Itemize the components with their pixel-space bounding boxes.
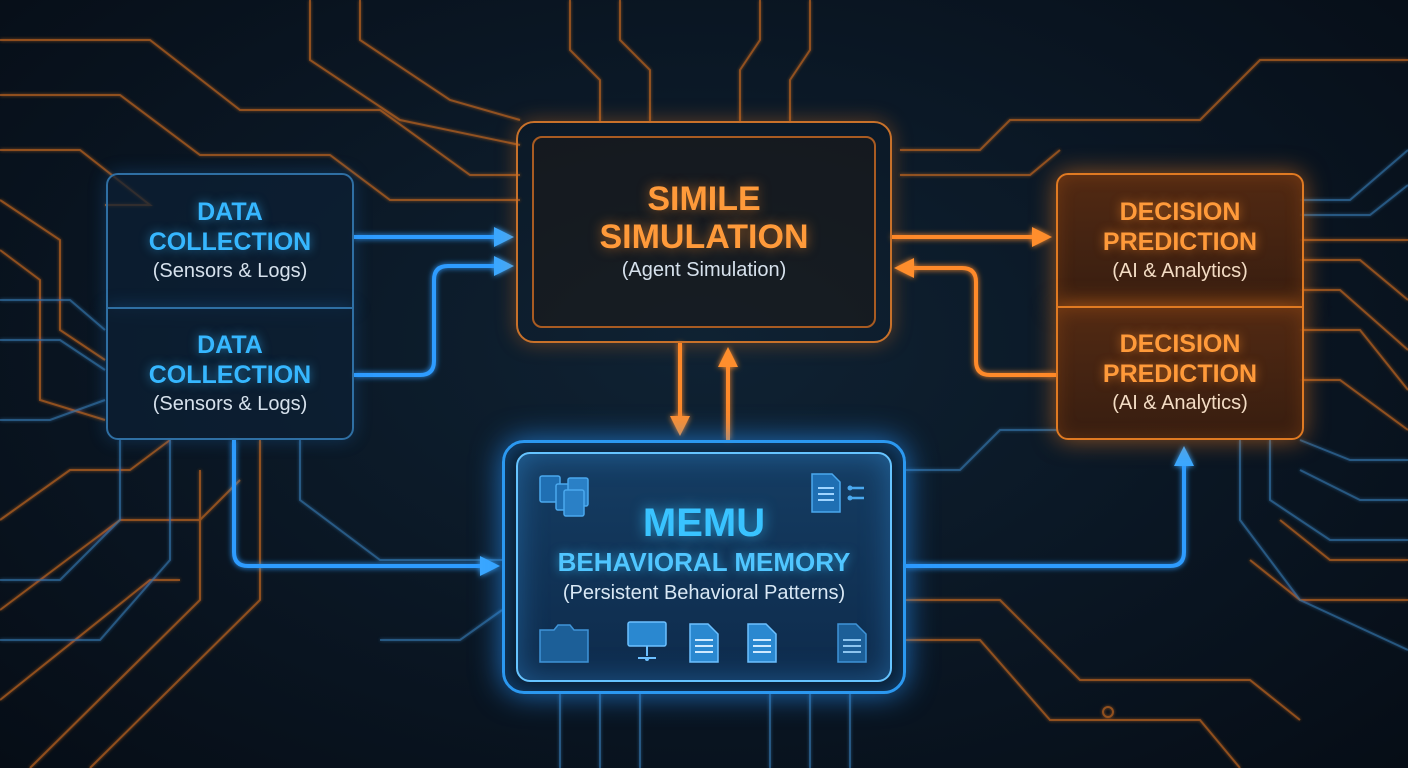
documents-icon: [539, 475, 589, 517]
data-collection-node-2[interactable]: DATA COLLECTION (Sensors & Logs): [106, 307, 354, 440]
edge-decision-prediction-to-simile: [894, 258, 1056, 377]
folder-icon: [539, 624, 589, 663]
node-title-line1: DATA: [197, 198, 263, 226]
data-collection-node-1[interactable]: DATA COLLECTION (Sensors & Logs): [106, 173, 354, 309]
document-icon: [837, 623, 867, 663]
node-subtitle: (AI & Analytics): [1112, 259, 1248, 282]
node-subtitle: (Sensors & Logs): [152, 392, 308, 415]
memu-node-label: MEMU BEHAVIORAL MEMORY (Persistent Behav…: [516, 500, 892, 608]
monitor-icon: [627, 621, 667, 661]
simile-node-frame: [516, 121, 892, 343]
node-title-line2: COLLECTION: [148, 228, 312, 256]
connectors: [232, 227, 1194, 576]
edge-memu-to-decision-prediction: [906, 446, 1194, 568]
node-title-line1: SIMILE: [647, 180, 761, 218]
node-subtitle: (Agent Simulation): [621, 259, 787, 281]
edge-data-collection-2-to-simile: [354, 256, 514, 377]
node-title-line1: DECISION: [1119, 330, 1241, 358]
simile-node[interactable]: SIMILE SIMULATION (Agent Simulation): [532, 136, 876, 328]
edge-data-collection-to-memu: [232, 440, 500, 576]
decision-prediction-node-2[interactable]: DECISION PREDICTION (AI & Analytics): [1056, 306, 1304, 440]
node-subtitle: (Persistent Behavioral Patterns): [562, 582, 846, 604]
node-title-line1: MEMU: [642, 501, 766, 545]
document-icon: [747, 623, 777, 663]
node-title-line2: PREDICTION: [1102, 360, 1258, 388]
decision-prediction-node-1[interactable]: DECISION PREDICTION (AI & Analytics): [1056, 173, 1304, 308]
node-title-line2: SIMULATION: [599, 218, 809, 256]
document-icon: [689, 623, 719, 663]
node-title-line1: DATA: [197, 330, 263, 359]
node-title-line2: BEHAVIORAL MEMORY: [557, 547, 851, 577]
document-list-icon: [811, 473, 864, 513]
node-title-line1: DECISION: [1119, 197, 1241, 226]
node-title-line2: PREDICTION: [1102, 227, 1258, 256]
node-subtitle: (AI & Analytics): [1112, 392, 1248, 414]
node-subtitle: (Sensors & Logs): [152, 260, 308, 282]
node-title-line2: COLLECTION: [148, 360, 312, 389]
